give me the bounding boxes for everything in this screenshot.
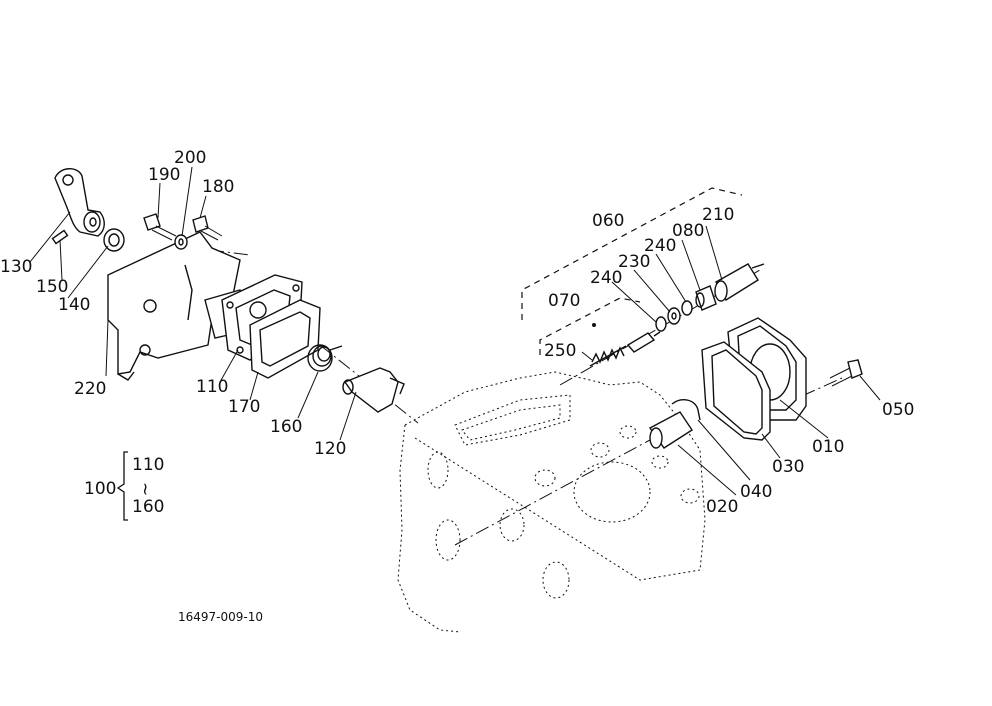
group-070-bracket: [539, 297, 641, 355]
part-130-lever: [54, 168, 105, 237]
group-100-brace: [116, 451, 128, 521]
label-040: 040: [740, 482, 772, 502]
label-120: 120: [314, 439, 346, 459]
part-230-washer: [667, 307, 681, 325]
part-140-bushing: [103, 228, 125, 252]
label-110: 110: [196, 377, 228, 397]
part-070-valve: [592, 323, 661, 353]
part-030-gasket: [701, 341, 771, 441]
group-range-to: 160: [132, 497, 164, 517]
part-210-sleeve: [714, 263, 765, 302]
label-240-a: 240: [644, 236, 676, 256]
label-220: 220: [74, 379, 106, 399]
label-150: 150: [36, 277, 68, 297]
leader-lines: [29, 166, 881, 496]
part-150-pin: [51, 229, 69, 245]
label-160: 160: [270, 417, 302, 437]
label-050: 050: [882, 400, 914, 420]
part-160-spring: [307, 344, 343, 372]
part-080-ring: [695, 285, 717, 311]
part-240-washer-b: [681, 300, 693, 316]
part-180-bolt: [192, 215, 223, 241]
group-legend: 100 110 ~ 160: [84, 455, 164, 517]
engine-block: [397, 371, 706, 633]
group-060-bracket: [521, 187, 743, 320]
label-080: 080: [672, 221, 704, 241]
label-250: 250: [544, 341, 576, 361]
label-200: 200: [174, 148, 206, 168]
part-020-sleeve: [648, 411, 693, 449]
part-120-shaft: [342, 367, 405, 413]
part-170-gasket: [249, 299, 321, 379]
label-170: 170: [228, 397, 260, 417]
label-240-b: 240: [590, 268, 622, 288]
label-190: 190: [148, 165, 180, 185]
label-060: 060: [592, 211, 624, 231]
part-050-bolt: [829, 359, 863, 387]
group-range-from: 110: [132, 455, 164, 475]
label-210: 210: [702, 205, 734, 225]
label-230: 230: [618, 252, 650, 272]
part-240-washer-a: [655, 316, 667, 332]
label-030: 030: [772, 457, 804, 477]
part-220-bracket: [107, 231, 241, 381]
drawing-number: 16497-009-10: [178, 610, 263, 624]
part-040-clip: [671, 399, 701, 421]
group-main-number: 100: [84, 479, 116, 499]
part-200-washer: [174, 234, 188, 250]
label-140: 140: [58, 295, 90, 315]
part-labels: 200 190 180 130 150 140 220 110 170 160 …: [0, 148, 914, 517]
label-070: 070: [548, 291, 580, 311]
label-180: 180: [202, 177, 234, 197]
group-range-tilde: ~: [135, 482, 155, 496]
part-250-spring: [589, 345, 627, 367]
part-190-bolt: [143, 213, 177, 241]
label-130: 130: [0, 257, 32, 277]
label-020: 020: [706, 497, 738, 517]
label-010: 010: [812, 437, 844, 457]
